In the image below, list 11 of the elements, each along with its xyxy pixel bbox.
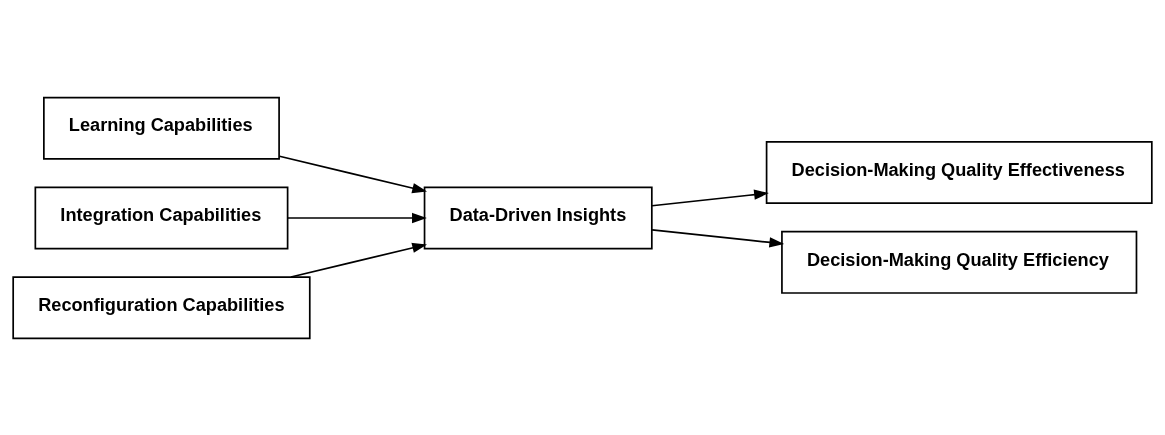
node-box: Reconfiguration Capabilities xyxy=(12,275,311,339)
node-box: Decision-Making Quality Effectiveness xyxy=(765,140,1153,204)
arrow xyxy=(651,228,785,247)
arrow xyxy=(278,154,428,193)
node-box: Decision-Making Quality Efficiency xyxy=(781,230,1138,294)
arrow xyxy=(290,242,428,278)
arrow xyxy=(286,212,427,223)
node-box: Integration Capabilities xyxy=(34,185,289,250)
node-box: Learning Capabilities xyxy=(43,96,280,160)
node-box: Data-Driven Insights xyxy=(423,185,653,250)
arrow xyxy=(651,189,769,207)
